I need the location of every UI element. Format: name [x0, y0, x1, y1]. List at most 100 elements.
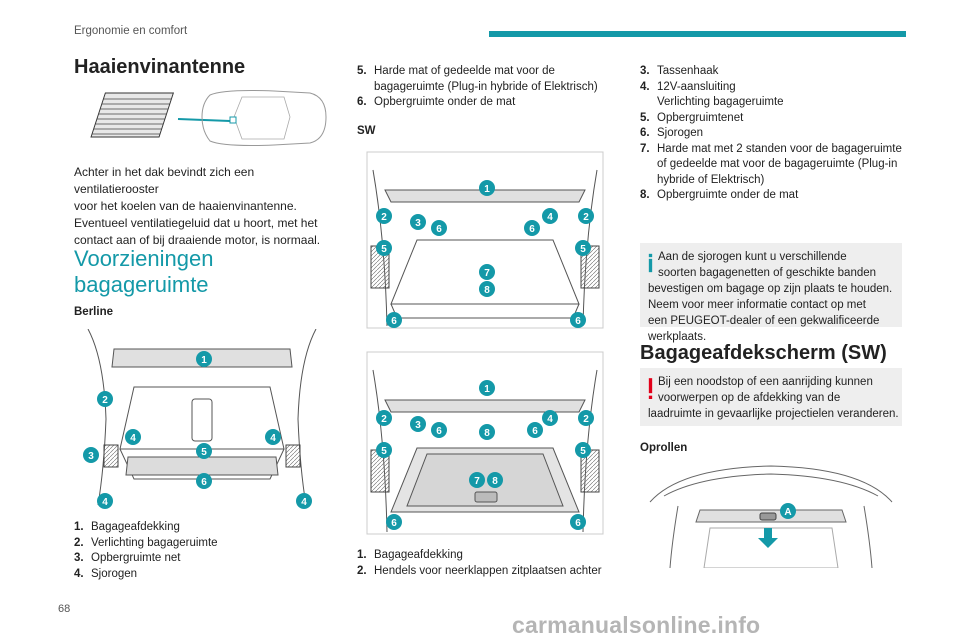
antenna-line: contact aan of bij draaiende motor, is n…: [74, 233, 321, 247]
legend-item: 2. Verlichting bagageruimte: [74, 536, 336, 552]
svg-text:2: 2: [583, 212, 589, 223]
info-line: Neem voor meer informatie contact op met: [648, 299, 866, 311]
svg-text:3: 3: [415, 420, 421, 431]
legend-text: Verlichting bagageruimte: [91, 536, 218, 549]
legend-item: 5. Opbergruimtenet: [640, 111, 906, 127]
fig-label: 5: [201, 447, 207, 458]
legend-item: 6. Sjorogen: [640, 126, 906, 142]
warning-note: Bij een noodstop of een aanrijding kunne…: [640, 368, 902, 426]
antenna-paragraph: Achter in het dak bevindt zich een venti…: [74, 164, 336, 249]
info-line: soorten bagagenetten of geschikte banden: [658, 267, 877, 279]
svg-text:6: 6: [436, 224, 442, 235]
subheading-sw: SW: [357, 125, 376, 137]
legend-item: 3.Opbergruimte net: [74, 551, 336, 567]
legend-text: Opbergruimte onder de mat: [374, 96, 516, 108]
legend-text: Opbergruimtenet: [657, 111, 744, 124]
legend-number: 1.: [74, 521, 84, 533]
legend-number: 2.: [74, 536, 84, 549]
svg-text:6: 6: [575, 518, 581, 529]
antenna-figure: [74, 87, 330, 149]
svg-text:7: 7: [484, 268, 490, 279]
oprollen-figure: A: [640, 462, 902, 568]
info-icon: [648, 253, 653, 273]
legend-item: 7. Harde mat met 2 standen voor de bagage…: [640, 142, 906, 189]
svg-text:1: 1: [484, 184, 490, 195]
fig-label: 4: [270, 433, 276, 444]
legend-item: 1.Bagageafdekking: [357, 548, 619, 564]
title-voorzieningen: Voorzieningen bagageruimte: [74, 246, 213, 298]
legend-number: 4.: [74, 567, 84, 580]
svg-text:6: 6: [529, 224, 535, 235]
warning-line: laadruimte in gevaarlijke projectielen v…: [648, 408, 899, 420]
fig-label: 4: [130, 433, 136, 444]
antenna-line: Eventueel ventilatiegeluid dat u hoort, …: [74, 216, 318, 230]
svg-text:2: 2: [583, 414, 589, 425]
legend-number: 5.: [357, 65, 367, 77]
svg-text:8: 8: [484, 285, 490, 296]
warning-text-bottom: laadruimte in gevaarlijke projectielen v…: [648, 406, 904, 422]
info-note: Aan de sjorogen kunt u verschillende soo…: [640, 243, 902, 343]
legend-text: Sjorogen: [91, 567, 138, 580]
svg-text:5: 5: [381, 244, 387, 255]
svg-text:7: 7: [474, 476, 480, 487]
subheading-oprollen: Oprollen: [640, 442, 688, 454]
legend-number: 5.: [640, 111, 650, 124]
fig-label-a: A: [784, 507, 791, 518]
legend-number: 7.: [640, 142, 650, 155]
legend-text: of gedeelde mat voor de bagageruimte (Pl…: [657, 158, 898, 170]
legend-item: 8. Opbergruimte onder de mat: [640, 188, 906, 204]
legend-item: 6. Opbergruimte onder de mat: [357, 95, 619, 111]
fig-label: 6: [201, 477, 207, 488]
legend-text: Verlichting bagageruimte: [657, 96, 784, 108]
legend-item: 5. Harde mat of gedeelde mat voor de bagag…: [357, 64, 619, 95]
svg-text:3: 3: [415, 218, 421, 229]
svg-text:6: 6: [391, 316, 397, 327]
subheading-berline: Berline: [74, 306, 113, 318]
berline-legend: 1.Bagageafdekking 2.Verlichting bagageru…: [74, 520, 336, 582]
title-bagageafdekscherm: Bagageafdekscherm (SW): [640, 342, 887, 364]
legend-number: 8.: [640, 189, 650, 201]
svg-text:1: 1: [484, 384, 490, 395]
legend-number: 6.: [357, 96, 367, 108]
svg-text:6: 6: [532, 426, 538, 437]
svg-text:4: 4: [547, 414, 553, 425]
legend-text: 12V-aansluiting: [657, 80, 736, 93]
fig-label: 3: [88, 451, 94, 462]
info-line: bevestigen om bagage op zijn plaats te h…: [648, 283, 893, 295]
legend-number: 6.: [640, 127, 650, 139]
legend-text: Harde mat of gedeelde mat voor de: [374, 65, 555, 77]
berline-trunk-figure: 1 2 3 4 4 4 4 5 6: [74, 329, 330, 509]
info-text-bottom: bevestigen om bagage op zijn plaats te h…: [648, 281, 900, 345]
legend-text: Sjorogen: [657, 127, 704, 139]
legend-text: Hendels voor neerklappen zitplaatsen ach…: [374, 564, 602, 577]
sw-trunk-figure-2: 1 2 2 3 4 6 6 8 5 5 7 8 6 6: [357, 350, 613, 536]
legend-text: hybride of Elektrisch): [657, 173, 765, 186]
section-label: Ergonomie en comfort: [74, 25, 188, 37]
svg-text:2: 2: [381, 414, 387, 425]
sw-legend: 1.Bagageafdekking 2. Hendels voor neerkla…: [357, 548, 619, 579]
legend-text: Harde mat met 2 standen voor de bagageru…: [657, 142, 902, 155]
legend-number: 4.: [640, 80, 650, 93]
svg-text:6: 6: [436, 426, 442, 437]
title-line: bagageruimte: [74, 272, 209, 297]
legend-text: bagageruimte (Plug-in hybride of Elektri…: [374, 80, 598, 93]
svg-text:5: 5: [580, 244, 586, 255]
svg-text:6: 6: [575, 316, 581, 327]
info-text-top: Aan de sjorogen kunt u verschillende soo…: [658, 249, 898, 281]
svg-text:8: 8: [484, 428, 490, 439]
title-line: Voorzieningen: [74, 246, 214, 271]
warning-line: Bij een noodstop of een aanrijding kunne…: [658, 376, 873, 388]
page-number: 68: [58, 603, 71, 615]
warning-text-top: Bij een noodstop of een aanrijding kunne…: [658, 374, 898, 406]
legend-text: Opbergruimte onder de mat: [657, 189, 799, 201]
svg-text:5: 5: [381, 446, 387, 457]
info-line: werkplaats.: [648, 331, 707, 343]
header-accent-bar: [489, 31, 906, 37]
legend-text: Opbergruimte net: [91, 552, 181, 564]
warning-line: voorwerpen op de afdekking van de: [658, 392, 841, 404]
title-haaienvinantenne: Haaienvinantenne: [74, 56, 246, 78]
legend-number: 1.: [357, 549, 367, 561]
sw-trunk-figure-1: 1 2 2 3 4 5 5 6 6 6 6 7 8: [357, 150, 613, 330]
legend-number: 2.: [357, 564, 367, 577]
